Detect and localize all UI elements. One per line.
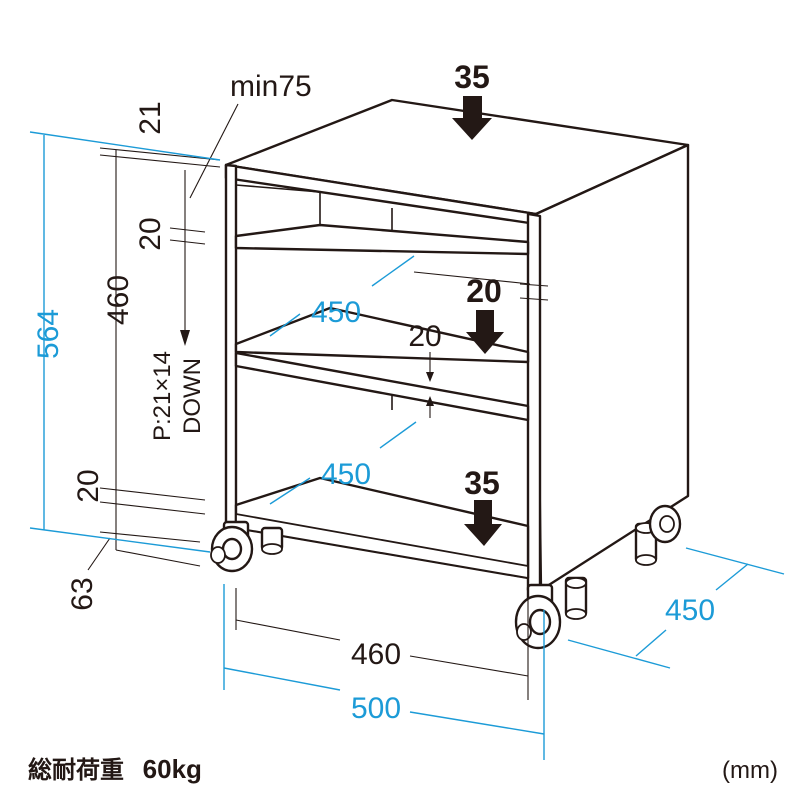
unit-label: (mm): [722, 757, 778, 784]
bottom-load-label: 35: [464, 465, 500, 501]
upper-shelf-depth-label: 450: [311, 296, 361, 329]
pitch-note-line2: DOWN: [179, 358, 206, 434]
shelf-load-label: 20: [466, 273, 502, 309]
outer-depth-label: 450: [665, 594, 715, 627]
total-load-caption: 総耐荷重 60kg: [28, 754, 202, 784]
pitch-note-line1: P:21×14: [149, 351, 176, 441]
lower-shelf-depth-label: 450: [321, 458, 371, 491]
total-load-value: 60kg: [143, 754, 202, 784]
load-arrow-top: [452, 96, 492, 140]
caster-front-left: [210, 520, 254, 573]
min75-leader: [189, 103, 239, 199]
cart-body: [224, 98, 690, 594]
caster-back-right: [634, 504, 682, 566]
casters: [210, 504, 682, 650]
blue-dimension-lines: [29, 131, 785, 760]
top-load-label: 35: [454, 59, 490, 95]
back-panel-edge: [235, 184, 321, 230]
pitch-min-label: min75: [230, 70, 312, 103]
caster-back-left: [260, 526, 284, 555]
left-side-panel: [224, 163, 238, 530]
outer-width-label: 500: [351, 692, 401, 725]
shelf-thickness-left-label: 20: [134, 217, 167, 250]
inner-height-label: 460: [102, 275, 135, 325]
caster-height-label: 63: [66, 577, 99, 610]
total-height-label: 564: [32, 309, 65, 359]
middle-shelf: [234, 306, 530, 364]
total-load-label: 総耐荷重: [28, 756, 124, 784]
inner-gap-label: 20: [408, 320, 441, 353]
upper-shelf: [234, 223, 530, 256]
load-arrow-shelf: [466, 310, 504, 354]
right-front-upright: [526, 212, 542, 594]
inner-width-label: 460: [351, 638, 401, 671]
bottom-thickness-label: 20: [72, 469, 105, 502]
black-dimension-lines: [87, 103, 549, 700]
middle-shelf-front: [234, 351, 530, 422]
caster-middle-right: [564, 576, 588, 620]
top-thickness-label: 21: [134, 101, 167, 134]
load-arrow-bottom: [464, 500, 502, 546]
caster-front-right: [514, 583, 562, 650]
